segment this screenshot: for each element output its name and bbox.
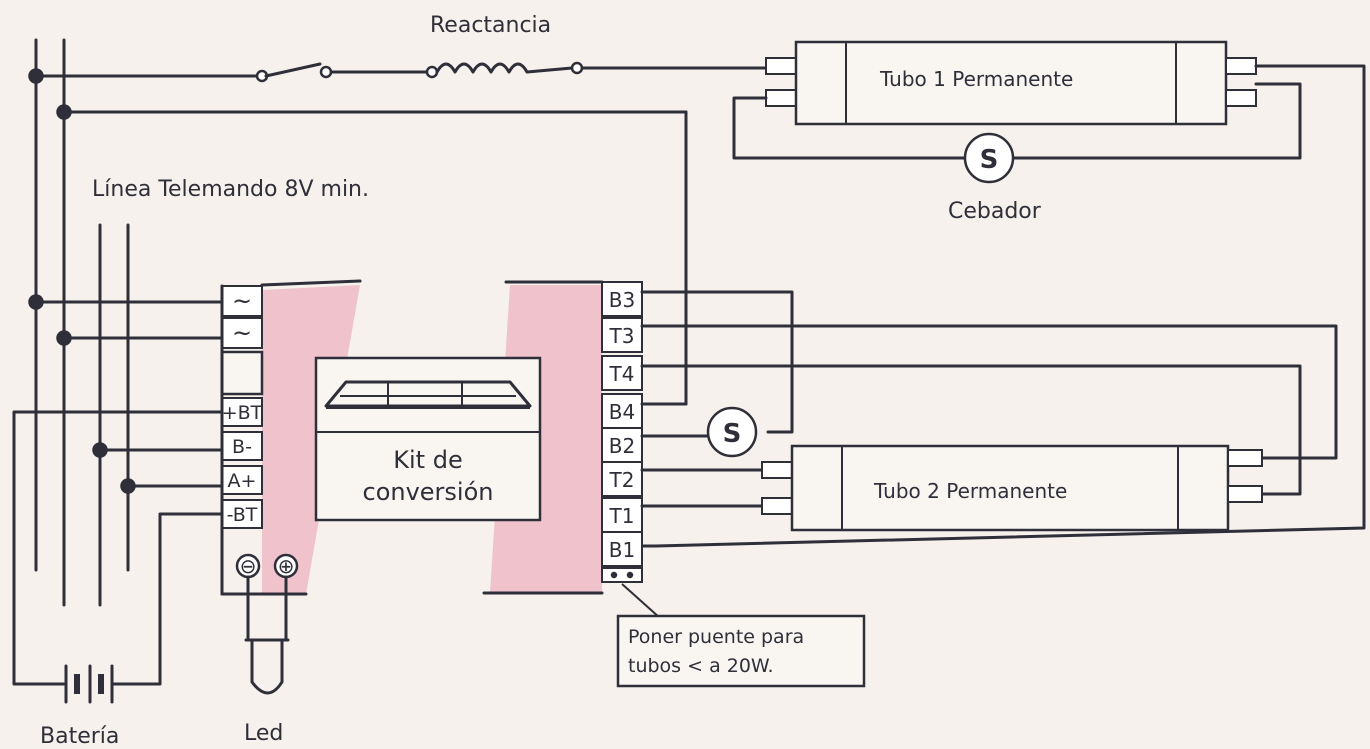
mains-lines [34,38,130,607]
note-line-2: tubos < a 20W. [628,655,774,677]
tube-1-label: Tubo 1 Permanente [879,67,1073,91]
terminal-t4: T4 [601,355,643,391]
starter-2-symbol: S [723,419,742,449]
terminal-t1: T1 [601,497,643,533]
bridge-terminal [601,567,643,583]
battery-label: Batería [40,724,119,749]
led [244,575,290,695]
telemando-label: Línea Telemando 8V min. [92,177,369,202]
led-label: Led [244,721,283,746]
kit-label-line2: conversión [363,478,494,506]
terminal-label: B1 [609,538,635,562]
terminal-bt-neg: -BT [227,504,258,526]
battery [12,410,224,704]
kit-box: Kit de conversión [314,356,542,522]
tube-1: Tubo 1 Permanente [765,40,1257,126]
terminal-a-pos: A+ [228,470,257,492]
led-neg-terminal: ⊖ [240,554,257,578]
terminal-label: T2 [609,468,635,492]
terminal-b-neg: B- [232,436,252,458]
kit-label-line1: Kit de [393,446,462,474]
kit-board-icon [324,380,532,409]
tube-2: Tubo 2 Permanente [761,444,1263,532]
terminal-t3: T3 [601,317,643,353]
terminal-label: T1 [609,504,635,528]
bridge-note: Poner puente para tubos < a 20W. [616,583,866,688]
top-circuit [34,61,770,406]
terminal-t2: T2 [601,461,643,497]
terminal-b4: B4 [601,393,643,429]
tube-2-label: Tubo 2 Permanente [873,479,1067,503]
starter-2: S [706,406,758,458]
right-wiring [640,290,1338,508]
terminal-label: B3 [609,288,635,312]
terminal-b3: B3 [601,281,643,317]
starter-1-symbol: S [980,145,999,175]
terminal-bt-pos: +BT [222,402,263,424]
ac-terminal-1: ~ [232,287,252,315]
terminal-label: B2 [609,434,635,458]
starter-label: Cebador [948,199,1042,224]
terminal-label: T4 [609,362,635,386]
terminal-b2: B2 [601,427,643,463]
mains-connections [28,68,224,494]
terminal-label: T3 [609,324,635,348]
terminal-label: B4 [609,400,635,424]
reactance-label: Reactancia [430,13,551,38]
starter-1-circuit: S [732,82,1302,184]
led-pos-terminal: ⊕ [278,554,295,578]
terminal-b1: B1 [601,531,643,567]
note-line-1: Poner puente para [628,626,804,648]
ac-terminal-2: ~ [232,319,252,347]
